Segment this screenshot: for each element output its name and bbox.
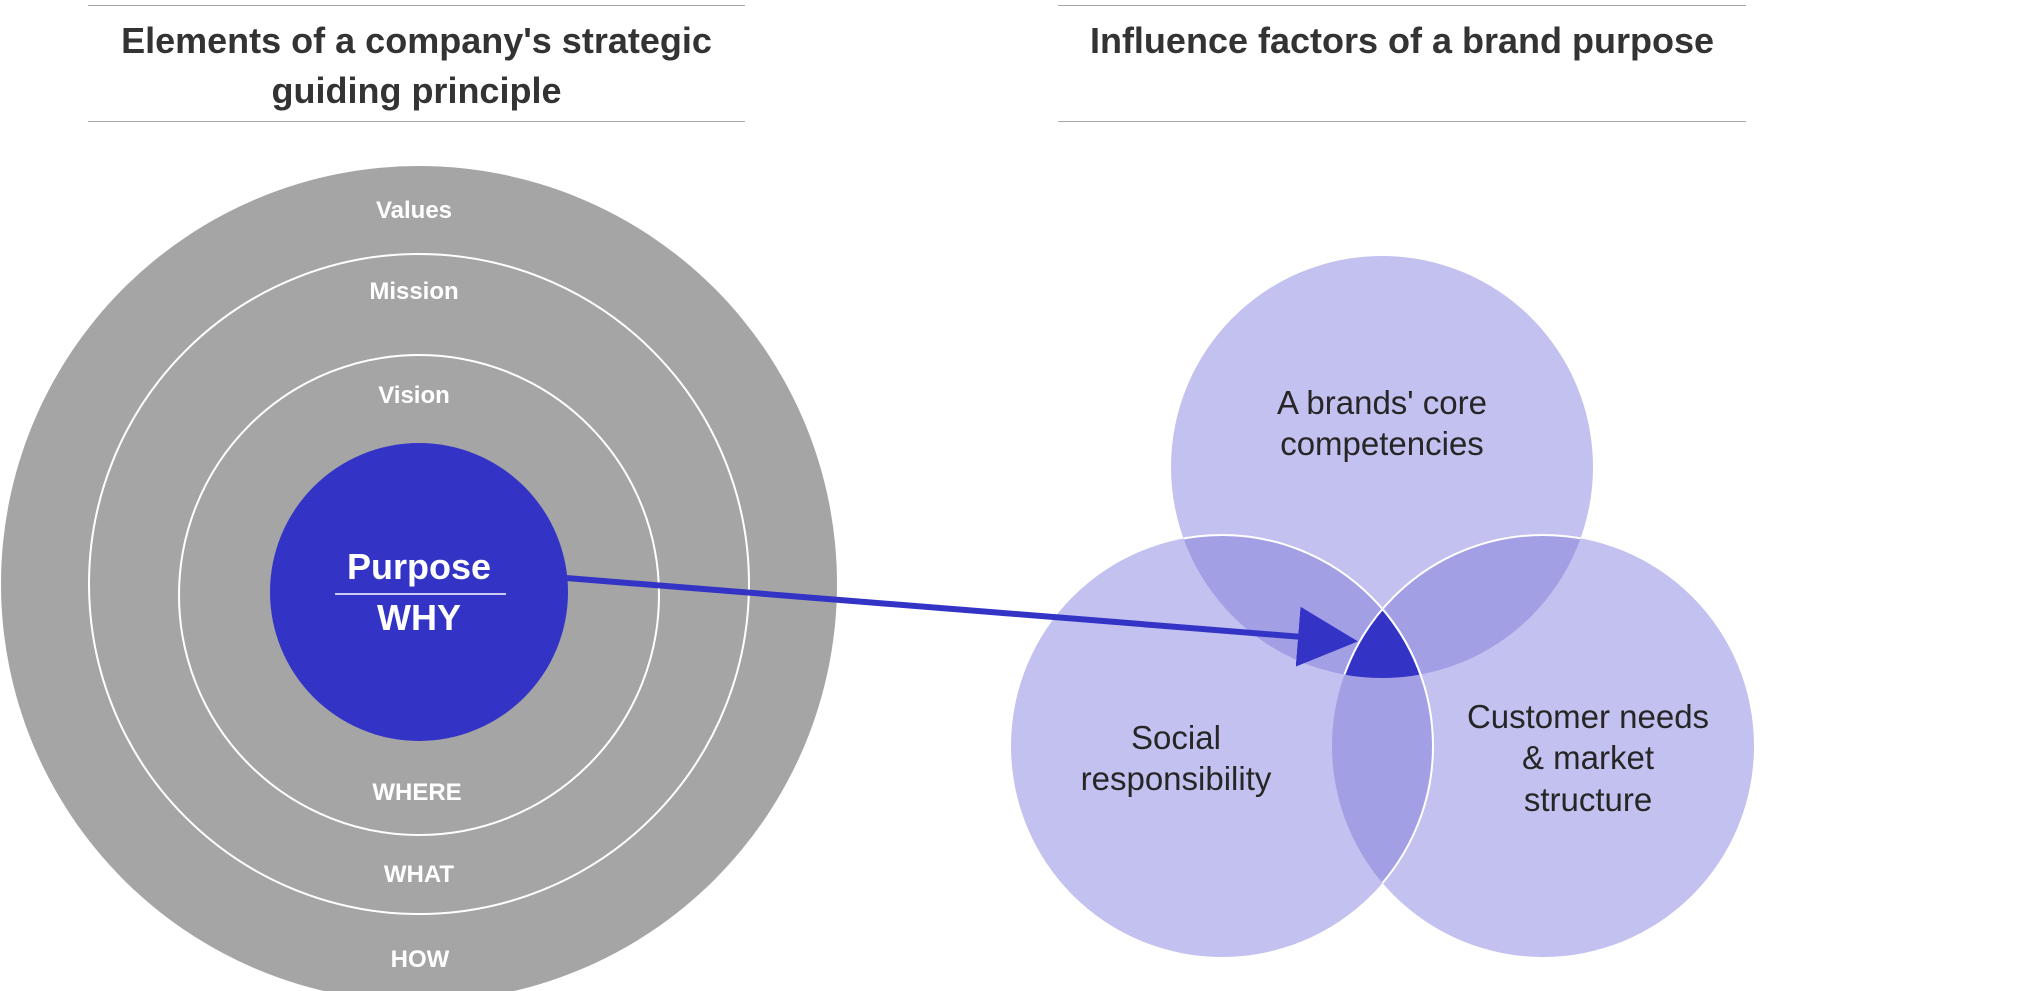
outline-left-arc	[1171, 534, 1434, 678]
outline-right-arc	[1331, 534, 1593, 678]
left-panel-title: Elements of a company's strategic guidin…	[88, 5, 745, 122]
label-how: HOW	[391, 946, 450, 973]
label-vision: Vision	[378, 382, 450, 409]
overlap-top-right	[1332, 535, 1593, 678]
left-title-line-1: Elements of a company's strategic	[121, 20, 712, 61]
label-what: WHAT	[384, 861, 455, 888]
label-values: Values	[376, 197, 452, 224]
venn-diagram: A brands' core competencies Social respo…	[1011, 256, 1754, 957]
venn-label-top-2: competencies	[1280, 425, 1484, 462]
right-panel-title: Influence factors of a brand purpose	[1058, 5, 1746, 122]
core-purpose	[270, 443, 568, 741]
connector-arrow	[565, 575, 1358, 667]
venn-label-right-1: Customer needs	[1467, 698, 1709, 735]
venn-label-top-1: A brands' core	[1277, 384, 1487, 421]
left-title-line-2: guiding principle	[271, 70, 562, 111]
label-why: WHY	[377, 597, 461, 638]
label-where: WHERE	[372, 779, 461, 806]
venn-label-right-3: structure	[1524, 781, 1652, 818]
label-purpose: Purpose	[347, 546, 491, 587]
outline-left-in-right	[1332, 535, 1434, 957]
strategy-rings: Values Mission Vision Purpose WHY WHERE …	[1, 166, 837, 991]
right-title-text: Influence factors of a brand purpose	[1089, 20, 1715, 61]
venn-label-left-1: Social	[1131, 719, 1221, 756]
venn-label-left-2: responsibility	[1081, 760, 1272, 797]
label-mission: Mission	[369, 278, 458, 305]
venn-label-right-2: & market	[1522, 739, 1654, 776]
